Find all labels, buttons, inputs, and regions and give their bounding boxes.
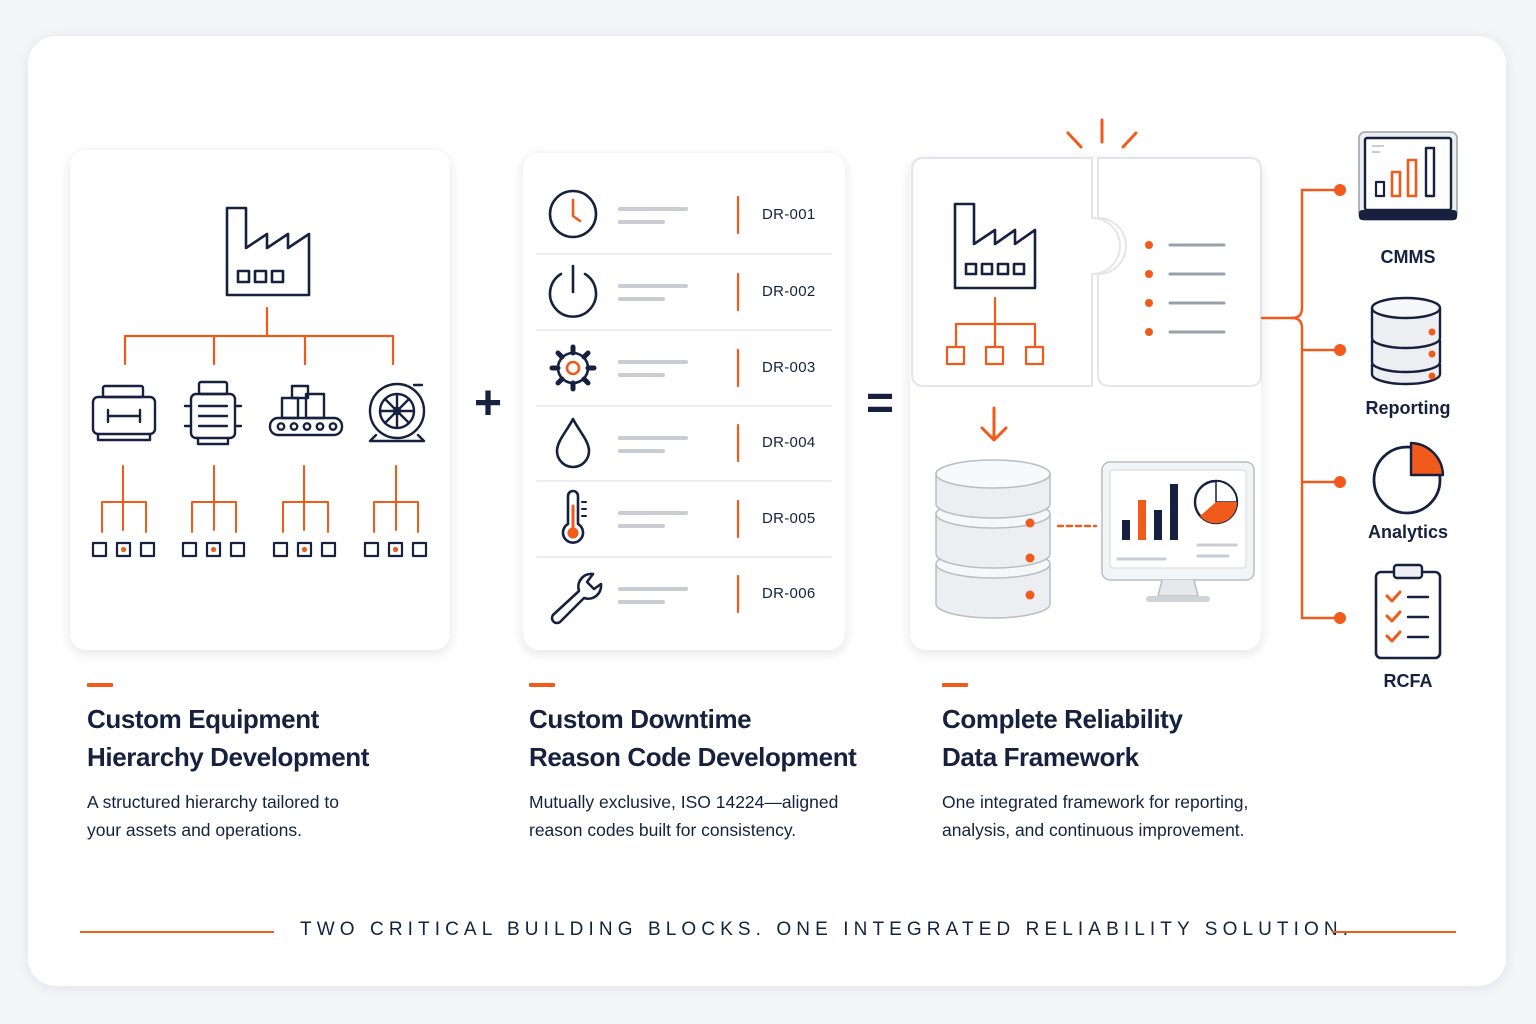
section-title-line: Data Framework: [942, 742, 1139, 772]
wrench-icon: [550, 572, 603, 625]
database-icon: [1370, 296, 1442, 386]
section-desc-line: analysis, and continuous improvement.: [942, 820, 1245, 840]
section-title-downtime: Custom Downtime Reason Code Development: [529, 700, 857, 776]
list-bullets: [1145, 241, 1153, 336]
reason-code-5: DR-005: [762, 510, 816, 527]
section-desc-line: One integrated framework for reporting,: [942, 792, 1249, 812]
section-desc-framework: One integrated framework for reporting, …: [942, 788, 1248, 844]
output-label-analytics: Analytics: [1367, 522, 1449, 542]
gear-icon: [549, 344, 597, 392]
database-icon: [935, 459, 1051, 619]
section-title-line: Custom Downtime: [529, 704, 752, 734]
section-desc-line: reason codes built for consistency.: [529, 820, 797, 840]
turbine-icon: [368, 382, 426, 443]
section-accent-3: [942, 683, 968, 687]
integrated-framework-diagram: [911, 118, 1262, 619]
water-drop-icon: [555, 417, 591, 469]
plus-operator: +: [473, 377, 503, 430]
section-title-line: Complete Reliability: [942, 704, 1183, 734]
tagline-rule-left: [80, 931, 274, 933]
section-desc-downtime: Mutually exclusive, ISO 14224—aligned re…: [529, 788, 838, 844]
reason-code-4: DR-004: [762, 434, 816, 451]
output-label-rcfa: RCFA: [1383, 671, 1433, 691]
thermometer-icon: [561, 489, 587, 544]
section-title-line: Custom Equipment: [87, 704, 319, 734]
section-title-line: Hierarchy Development: [87, 742, 370, 772]
section-desc-line: Mutually exclusive, ISO 14224—aligned: [529, 792, 839, 812]
section-title-line: Reason Code Development: [529, 742, 857, 772]
output-label-reporting: Reporting: [1365, 398, 1451, 418]
section-desc-line: your assets and operations.: [87, 820, 302, 840]
hierarchy-puzzle-piece: [911, 157, 1121, 387]
hierarchy-tree-icon: [945, 296, 1045, 366]
tagline: TWO CRITICAL BUILDING BLOCKS. ONE INTEGR…: [300, 919, 1354, 940]
arrow-down-icon: [980, 406, 1008, 442]
equipment-hierarchy-diagram: [91, 206, 428, 558]
equals-operator: =: [865, 377, 895, 430]
tagline-rule-right: [1332, 931, 1456, 933]
section-title-framework: Complete Reliability Data Framework: [942, 700, 1183, 776]
reason-code-puzzle-piece: [1097, 157, 1262, 387]
section-title-equipment: Custom Equipment Hierarchy Development: [87, 700, 369, 776]
section-desc-equipment: A structured hierarchy tailored to your …: [87, 788, 339, 844]
reason-code-list: [536, 189, 832, 625]
section-accent-1: [87, 683, 113, 687]
output-label-cmms: CMMS: [1380, 247, 1436, 267]
conveyor-icon: [268, 384, 344, 437]
output-connector: [1260, 184, 1346, 624]
section-desc-line: A structured hierarchy tailored to: [87, 792, 339, 812]
monitor-chart-icon: [1358, 131, 1458, 221]
compressor-icon: [183, 380, 243, 446]
reason-code-2: DR-002: [762, 283, 816, 300]
power-icon: [548, 264, 598, 318]
monitor-dashboard-icon: [1101, 461, 1255, 602]
reason-code-3: DR-003: [762, 359, 816, 376]
factory-icon: [225, 206, 311, 297]
clock-icon: [548, 189, 598, 239]
reason-code-1: DR-001: [762, 206, 816, 223]
section-accent-2: [529, 683, 555, 687]
clipboard-checklist-icon: [1374, 563, 1442, 660]
reason-code-6: DR-006: [762, 585, 816, 602]
pie-chart-icon: [1372, 441, 1445, 515]
highlight-burst-icon: [1066, 118, 1138, 149]
motor-icon: [91, 384, 157, 442]
factory-icon: [953, 202, 1037, 290]
